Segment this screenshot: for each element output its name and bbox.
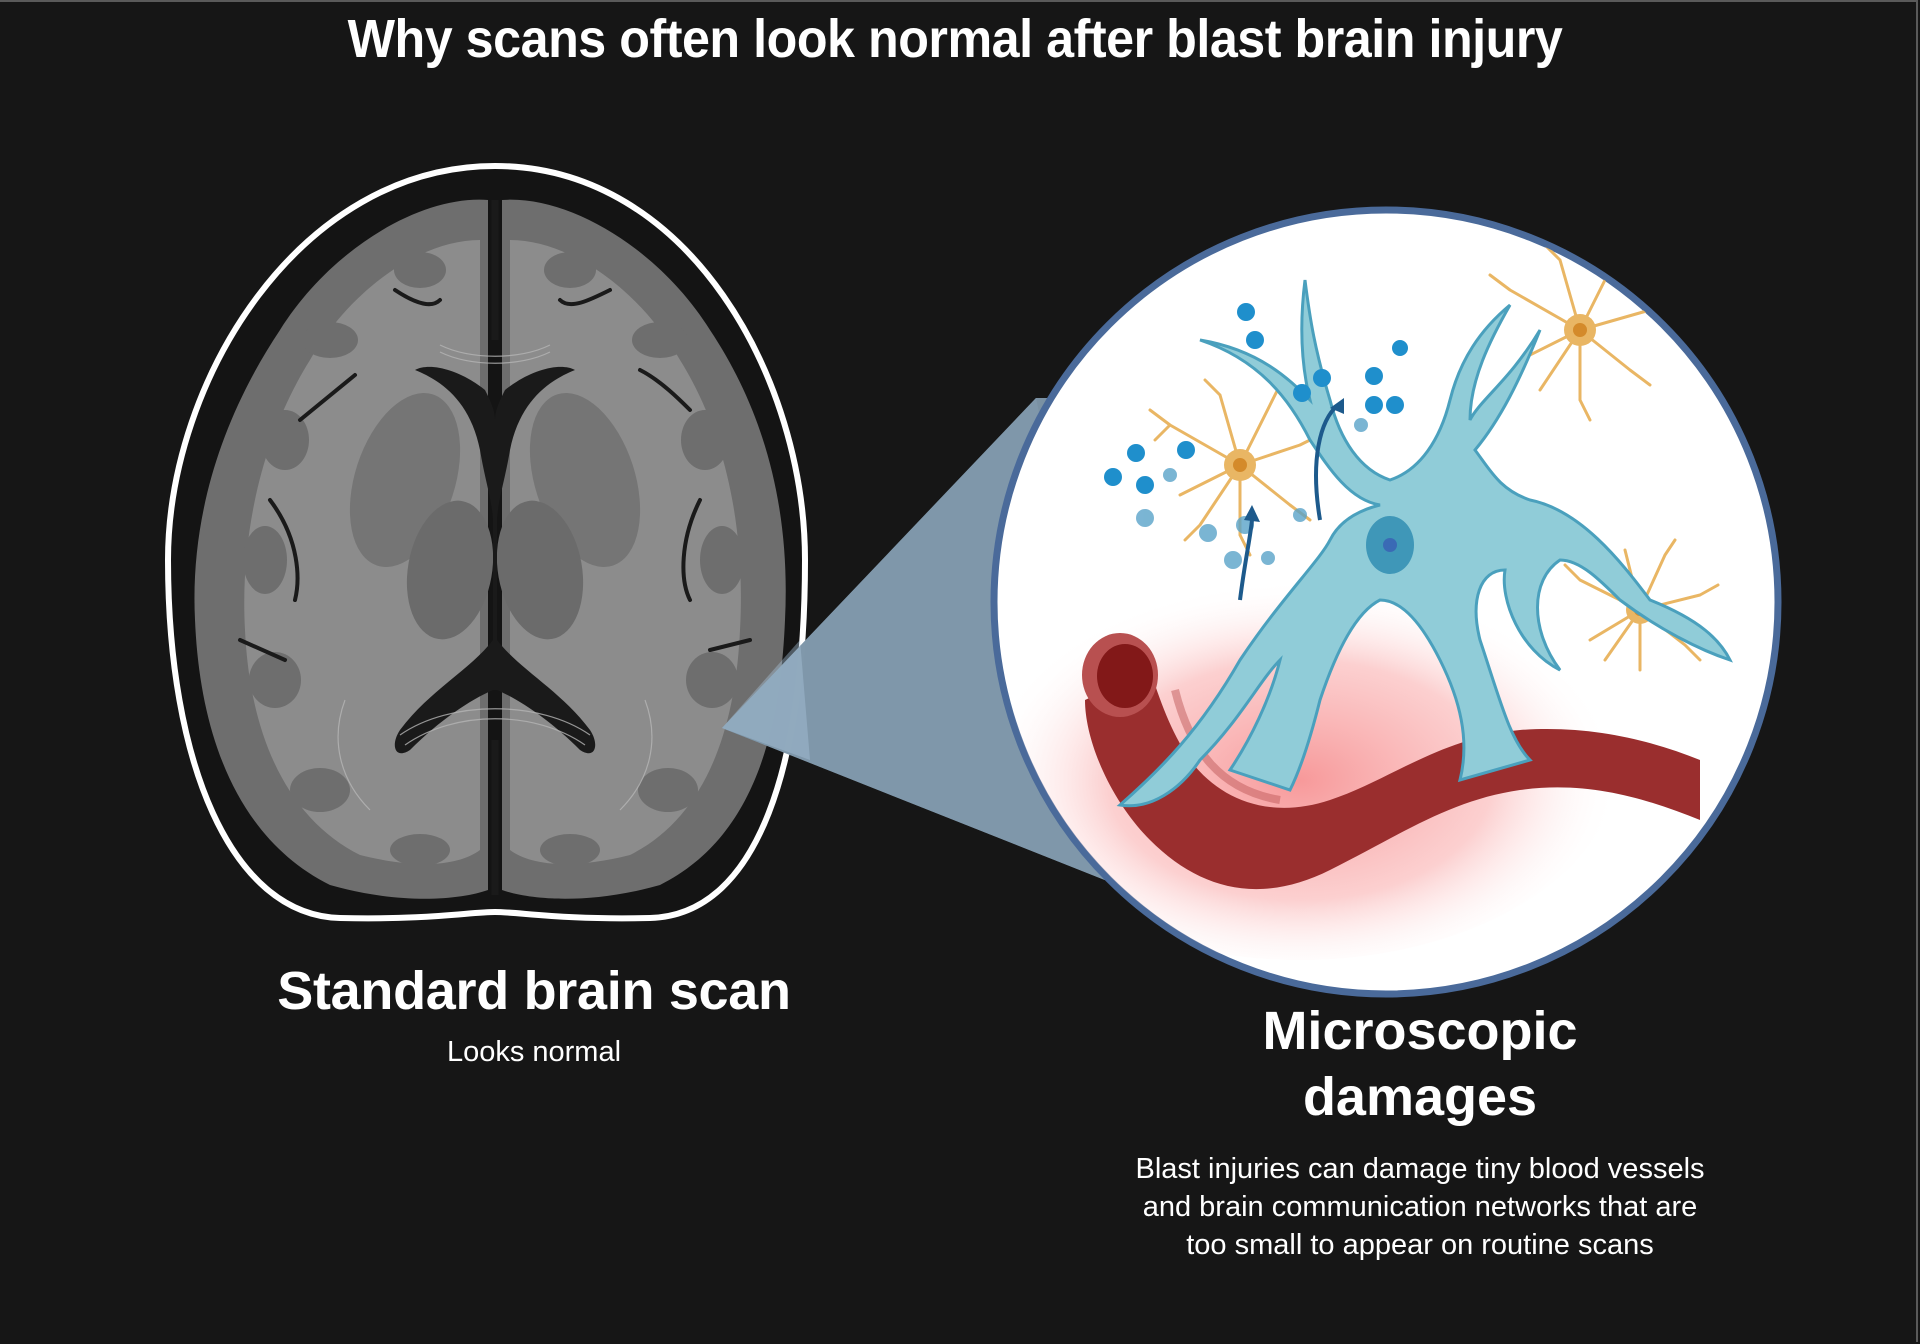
blood-vessel (1085, 670, 1700, 890)
faded-particles (1136, 418, 1368, 569)
left-heading: Standard brain scan (277, 961, 791, 1021)
left-subheading: Looks normal (446, 1036, 622, 1068)
right-heading-line1: Microscopic (1262, 1001, 1578, 1061)
figure-title: Why scans often look normal after blast … (347, 9, 1563, 69)
brain-scan (164, 162, 809, 922)
left-panel-label: Standard brain scan Looks normal (234, 960, 834, 1069)
right-heading-line2: damages (1302, 1067, 1538, 1127)
particles (1104, 303, 1408, 494)
upward-arrows (1238, 403, 1340, 601)
right-panel-label: Microscopic damages Blast injuries can d… (1120, 998, 1720, 1264)
right-description: Blast injuries can damage tiny blood ves… (1135, 1153, 1705, 1261)
magnified-view (990, 206, 1782, 998)
lateral-ventricles (394, 366, 596, 754)
